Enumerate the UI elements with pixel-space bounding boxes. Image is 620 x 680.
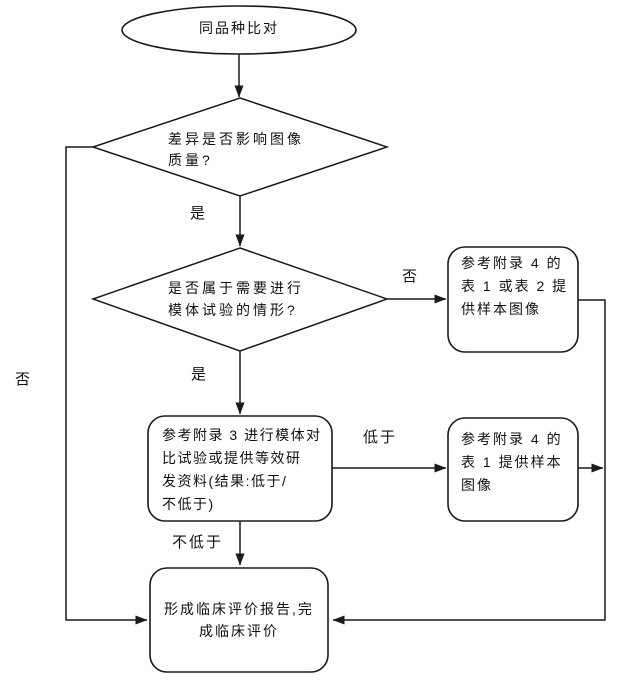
connector-decision1-no-left-rail-to-report-box [65, 146, 148, 625]
branch-label-yes-quality: 是 [190, 205, 208, 222]
box-sample-images-table1-text: 参考附录 4 的 表 1 提供样本 图像 [461, 428, 563, 497]
decision-phantom-needed-text: 是否属于需要进行 模体试验的情形? [168, 277, 304, 321]
box-sample-images-table1-2-text: 参考附录 4 的 表 1 或表 2 提 供样本图像 [461, 252, 568, 321]
text-line: 参考附录 4 的 [461, 431, 563, 447]
text-line: 是否属于需要进行 [168, 280, 304, 296]
text-line: 发资料(结果:低于/ [162, 473, 288, 489]
text-line: 表 1 或表 2 提 [461, 278, 569, 294]
text-line: 形成临床评价报告,完 [164, 601, 314, 617]
text-line: 同品种比对 [199, 20, 279, 36]
text-line: 不低于) [162, 496, 215, 512]
text-line: 供样本图像 [461, 301, 541, 317]
text-line: 成临床评价 [199, 623, 279, 639]
branch-label-not-lower: 不低于 [172, 534, 224, 551]
box-sample-images-table1 [447, 417, 579, 522]
box-clinical-report [149, 567, 329, 673]
decision-image-quality-text: 差异是否影响图像 质量? [168, 129, 304, 171]
text-line: 参考附录 4 的 [461, 255, 563, 271]
branch-label-no-phantom: 否 [402, 268, 420, 285]
text-line: 模体试验的情形? [168, 302, 298, 318]
text-line: 图像 [461, 477, 493, 493]
branch-label-lower: 低于 [363, 429, 398, 446]
text-line: 参考附录 3 进行模体对 [162, 427, 322, 443]
box-phantom-comparison-text: 参考附录 3 进行模体对 比试验或提供等效研 发资料(结果:低于/ 不低于) [162, 424, 322, 516]
connector-right-rail-to-report-box [332, 299, 606, 625]
text-line: 比试验或提供等效研 [162, 450, 302, 466]
text-line: 表 1 提供样本 [461, 454, 563, 470]
text-line: 质量? [168, 152, 213, 168]
text-line: 差异是否影响图像 [168, 131, 304, 147]
branch-label-yes-phantom: 是 [191, 366, 209, 383]
branch-label-no-quality: 否 [15, 371, 33, 388]
box-clinical-report-text: 形成临床评价报告,完 成临床评价 [150, 568, 328, 672]
start-node-label: 同品种比对 [123, 17, 355, 39]
